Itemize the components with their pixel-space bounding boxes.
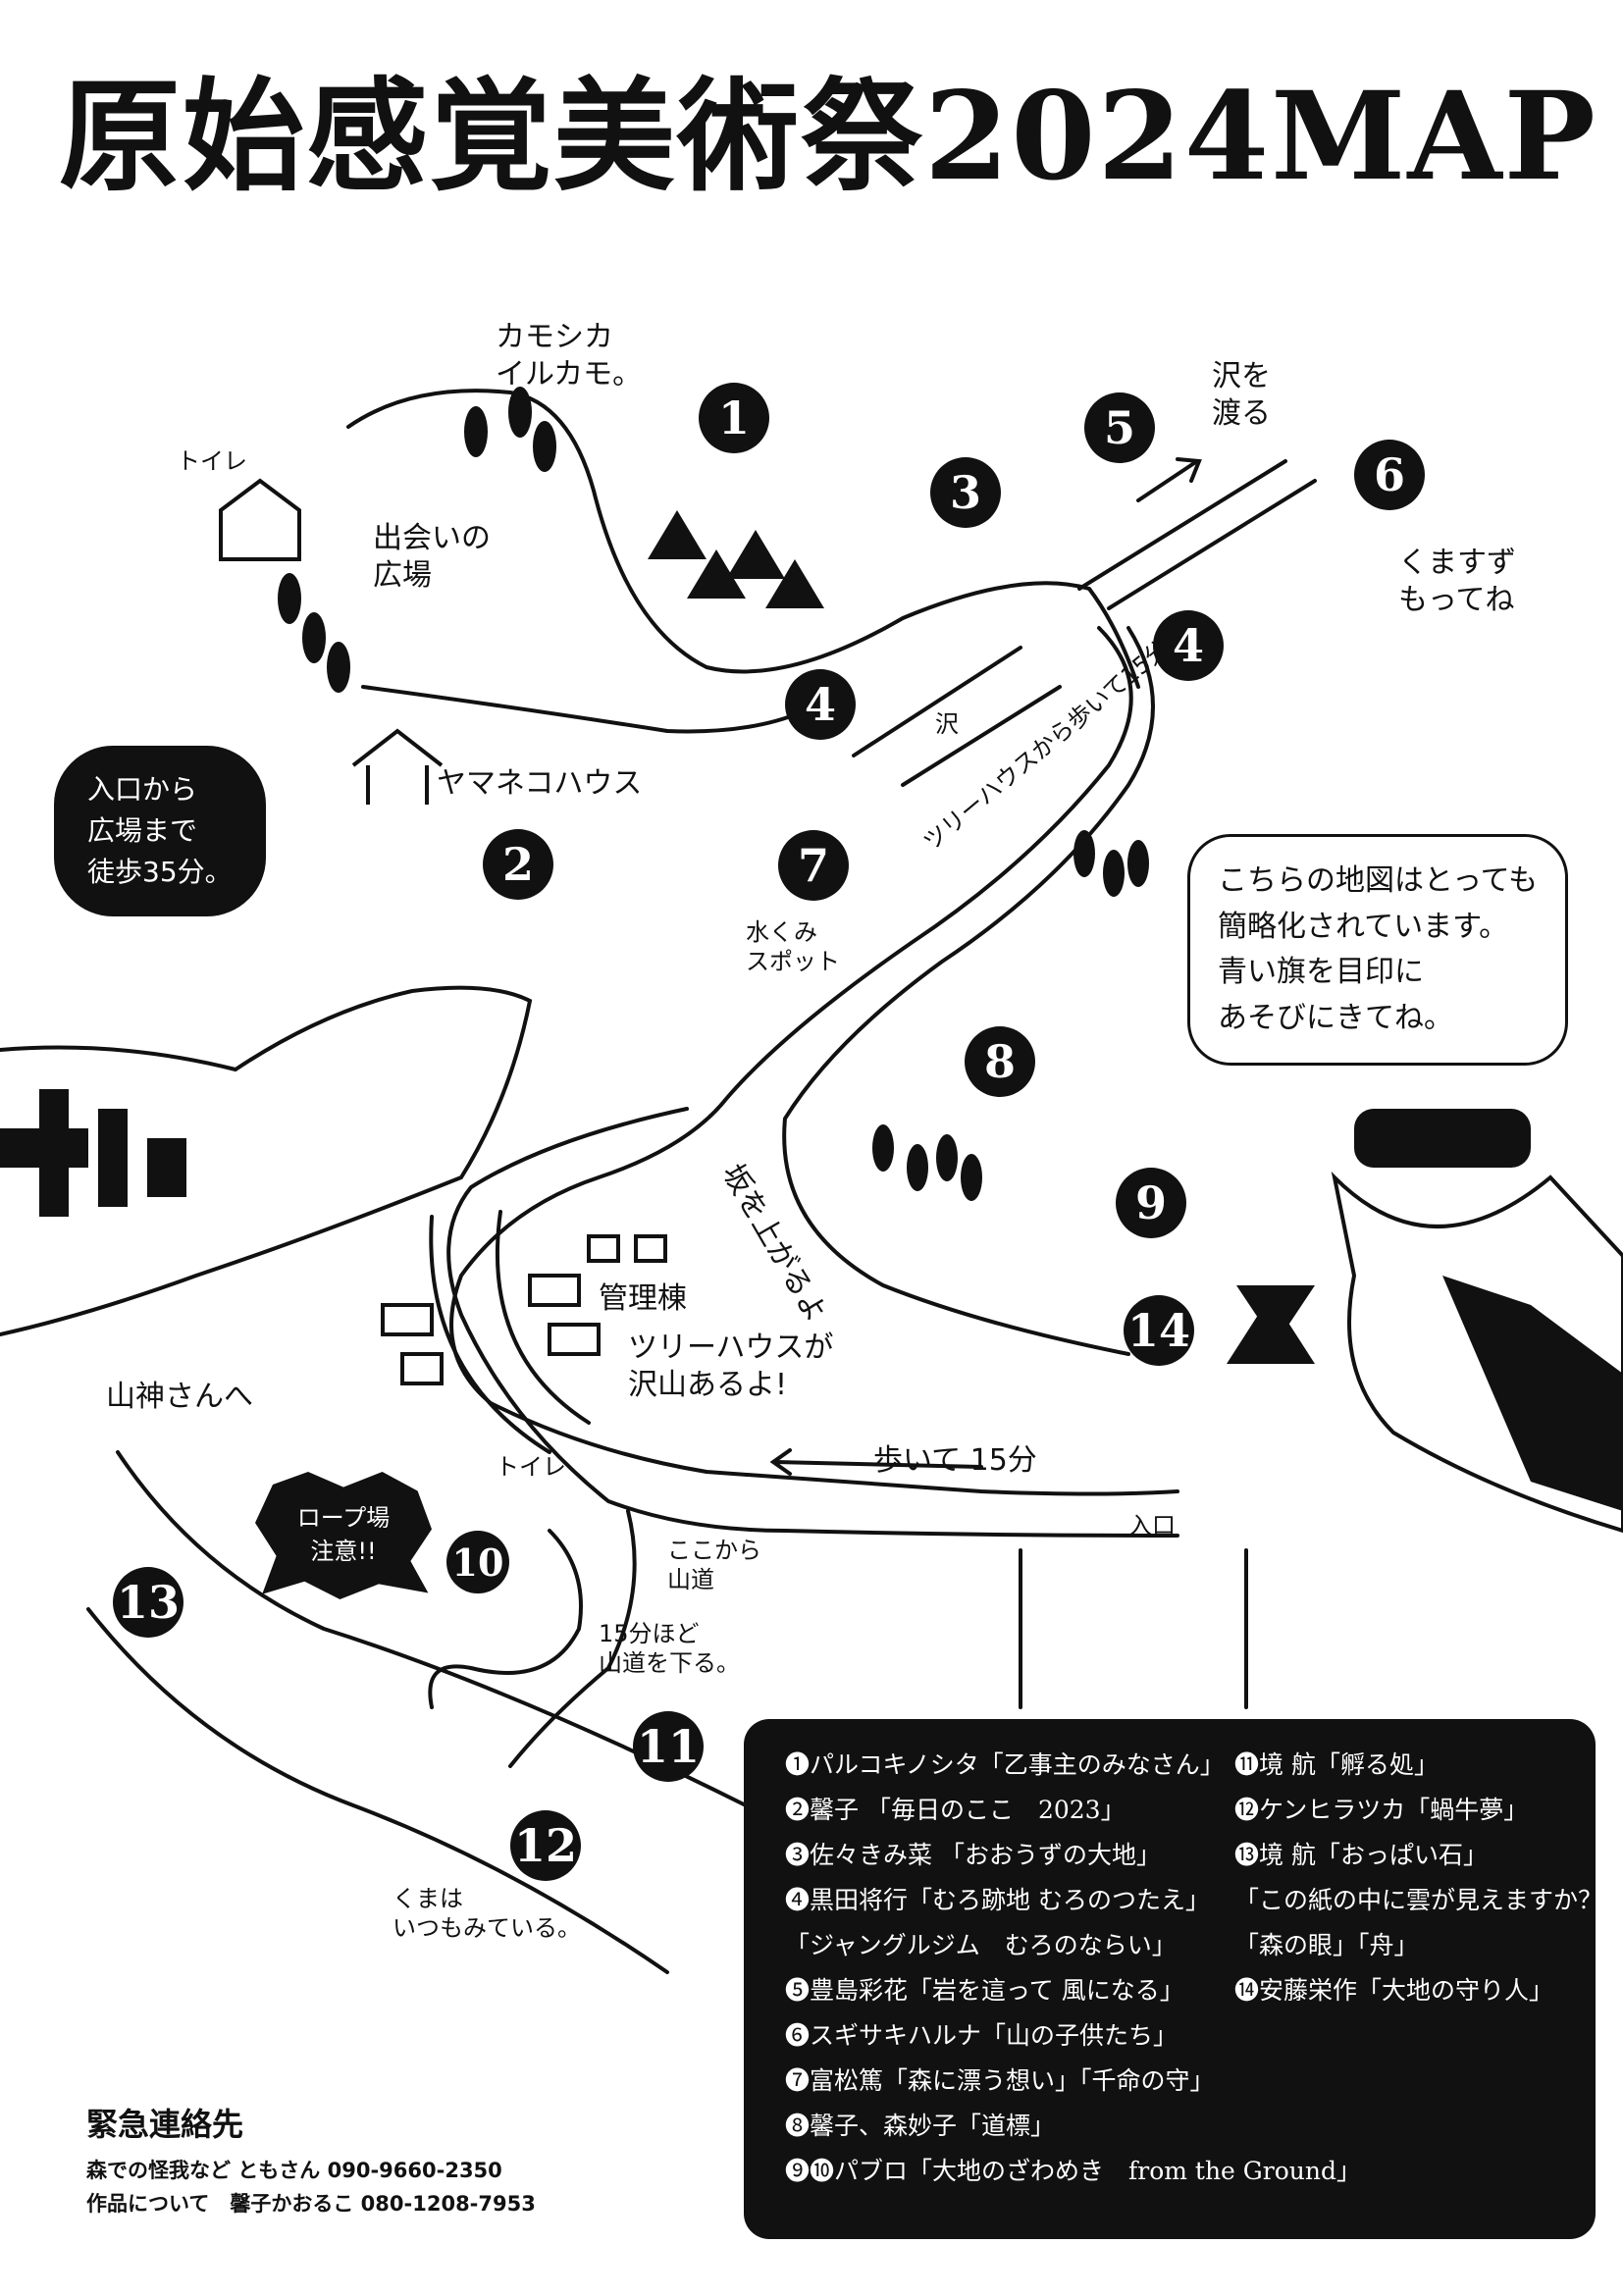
tree — [278, 573, 301, 624]
marker-12: 12 — [510, 1810, 581, 1881]
marker-1: 1 — [699, 383, 769, 453]
stream-label: 沢 — [935, 710, 959, 738]
arrow-left — [769, 1448, 983, 1476]
rope-warning: ロープ場 注意!! — [255, 1472, 432, 1599]
legend-item: 「ジャングルジム むろのならい」 — [785, 1931, 1177, 1959]
river-bank-1 — [116, 1450, 748, 1807]
map-title: 原始感覚美術祭2024MAP — [59, 66, 1597, 208]
legend-item: ❹黒田将行「むろ跡地 むろのつたえ」 — [785, 1886, 1210, 1914]
legend-item: ⓮安藤栄作「大地の守り人」 — [1234, 1976, 1554, 2005]
toilet-label-top: トイレ — [177, 447, 247, 475]
kamoshika-label: カモシカ イルカモ。 — [496, 320, 643, 391]
houses-left — [381, 1303, 444, 1385]
legend-item: ⓫境 航「孵る処」 — [1234, 1750, 1439, 1779]
marker-9: 9 — [1116, 1168, 1186, 1238]
entrance-walk-bubble: 入口から 広場まで 徒歩35分。 — [54, 746, 266, 916]
tree — [1103, 850, 1125, 897]
yamagami-label: 山神さんへ — [106, 1380, 253, 1414]
trail-main — [449, 626, 1179, 1496]
legend-item: ❼富松篤「森に漂う想い」「千命の守」 — [785, 2066, 1215, 2095]
marker-7: 7 — [778, 830, 849, 901]
legend-item: ❷馨子 「毎日のここ 2023」 — [785, 1796, 1126, 1824]
marker-4-left: 4 — [785, 669, 856, 740]
hill-left — [0, 985, 533, 1336]
legend-item: ⓭境 航「おっぱい石」 — [1234, 1841, 1488, 1869]
tree — [508, 387, 532, 438]
mountain-path-label: ここから 山道 — [667, 1537, 761, 1593]
marker-14: 14 — [1124, 1295, 1194, 1366]
marker-4-right: 4 — [1153, 610, 1224, 681]
figure-right — [1227, 1109, 1623, 1534]
trail-main-edge — [782, 626, 1155, 1356]
walk-15-label: 歩いて 15分 — [873, 1443, 1037, 1478]
river-right-1 — [1019, 1548, 1248, 1709]
stream — [852, 646, 1062, 787]
tree — [464, 406, 488, 457]
kanri-house — [528, 1234, 667, 1356]
toilet-label-bottom: トイレ — [496, 1453, 566, 1481]
tree — [936, 1134, 958, 1181]
tree — [302, 612, 326, 663]
marker-13: 13 — [113, 1567, 183, 1638]
bear-watch-label: くまは いつもみている。 — [393, 1885, 581, 1942]
bear-bell-label: くますず もってね — [1398, 546, 1516, 617]
plaza-label: 出会いの 広場 — [373, 521, 491, 593]
marker-10: 10 — [446, 1531, 509, 1593]
tree — [1127, 840, 1149, 887]
legend-panel: ❶パルコキノシタ「乙事主のみなさん」 ❷馨子 「毎日のここ 2023」 ❸佐々き… — [744, 1719, 1623, 2239]
legend-item: 「この紙の中に雲が見えますか？」 — [1234, 1886, 1623, 1914]
treehouses-label: ツリーハウスが 沢山あるよ! — [628, 1331, 834, 1402]
tree — [872, 1124, 894, 1172]
emergency-heading: 緊急連絡先 — [86, 2106, 244, 2143]
tree — [1073, 830, 1095, 877]
marker-3: 3 — [930, 457, 1001, 528]
marker-5: 5 — [1084, 392, 1155, 463]
trail-lower — [446, 1107, 1179, 1538]
marker-6: 6 — [1354, 440, 1425, 510]
pine-trees — [648, 510, 824, 608]
down-15-label: 15分ほど 山道を下る。 — [599, 1620, 740, 1677]
marker-2: 2 — [483, 829, 553, 900]
stream-upper — [1077, 459, 1317, 610]
cross-stream-label: 沢を 渡る — [1212, 359, 1271, 431]
river-bank-2 — [86, 1607, 669, 1974]
marker-11: 11 — [633, 1711, 704, 1782]
legend-item: ❶パルコキノシタ「乙事主のみなさん」 — [785, 1750, 1225, 1779]
info-bubble: こちらの地図はとっても 簡略化されています。 青い旗を目印に あそびにきてね。 — [1187, 834, 1569, 1066]
legend-item: ⓬ケンヒラツカ「蝸牛夢」 — [1234, 1796, 1529, 1824]
legend-item: 「森の眼」「舟」 — [1234, 1931, 1419, 1959]
house-plaza — [219, 478, 301, 561]
fern-left — [0, 1089, 186, 1217]
marker-8: 8 — [965, 1026, 1035, 1097]
yamane-house-label: ヤマネコハウス — [437, 766, 643, 801]
emergency-line: 作品について 馨子かおるこ 080-1208-7953 — [86, 2191, 536, 2216]
kanri-label: 管理棟 — [599, 1281, 687, 1316]
tree — [327, 642, 350, 693]
water-spot-label: 水くみ スポット — [746, 918, 840, 975]
legend-left-column: ❶パルコキノシタ「乙事主のみなさん」 ❷馨子 「毎日のここ 2023」 ❸佐々き… — [785, 1743, 1361, 2194]
tree — [961, 1154, 982, 1201]
legend-item: ❺豊島彩花「岩を這って 風になる」 — [785, 1976, 1184, 2005]
trail-left — [429, 1210, 591, 1454]
down-path — [508, 1509, 637, 1768]
arrow-up — [1136, 457, 1202, 502]
legend-item: ❸佐々きみ菜 「おおうずの大地」 — [785, 1841, 1161, 1869]
legend-right-column: ⓫境 航「孵る処」 ⓬ケンヒラツカ「蝸牛夢」 ⓭境 航「おっぱい石」 「この紙の… — [1234, 1743, 1623, 2013]
tree — [907, 1144, 928, 1191]
mountain-path — [428, 1529, 583, 1709]
entrance-label: 入口 — [1128, 1512, 1176, 1539]
legend-item: ❽馨子、森妙子「道標」 — [785, 2112, 1056, 2140]
tree — [533, 421, 556, 472]
legend-item: ❾❿パブロ「大地のざわめき from the Ground」 — [785, 2157, 1361, 2185]
yamane-house — [351, 728, 444, 805]
emergency-contacts: 緊急連絡先 森での怪我など ともさん 090-9660-2350 作品について … — [86, 2100, 536, 2220]
legend-item: ❻スギサキハルナ「山の子供たち」 — [785, 2021, 1178, 2050]
emergency-line: 森での怪我など ともさん 090-9660-2350 — [86, 2159, 502, 2182]
